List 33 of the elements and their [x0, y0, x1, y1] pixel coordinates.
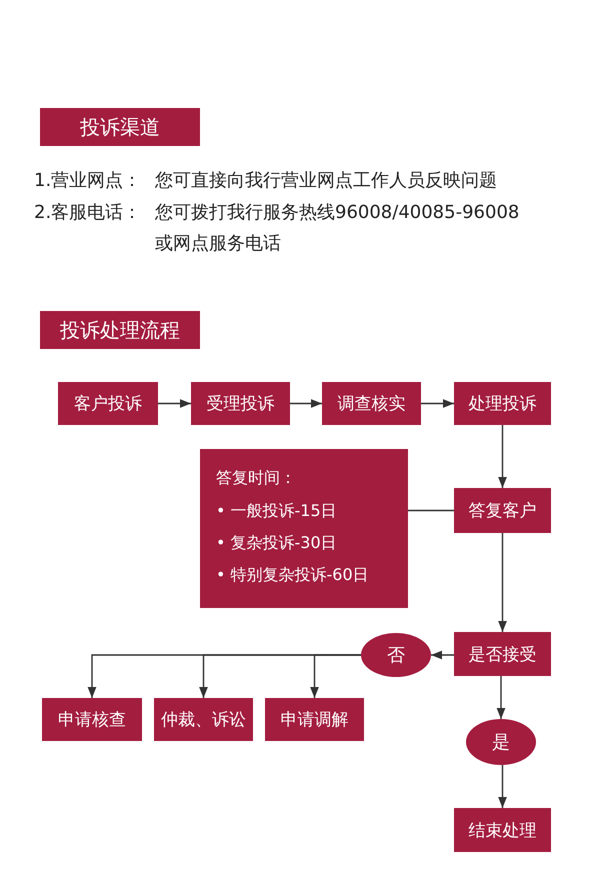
process-box: 申请核查 [42, 698, 142, 741]
arrow [290, 399, 322, 408]
note-box [200, 449, 408, 608]
arrow [421, 399, 454, 408]
arrow [498, 765, 507, 808]
process-box: 答复客户 [454, 488, 551, 533]
process-box: 是否接受 [454, 632, 551, 676]
process-box: 处理投诉 [454, 382, 551, 425]
section-heading: 投诉渠道 [40, 108, 200, 146]
arrow [498, 425, 507, 488]
process-box: 结束处理 [454, 808, 551, 852]
process-box: 受理投诉 [191, 382, 290, 425]
arrow [431, 650, 454, 660]
channel-description: 您可直接向我行营业网点工作人员反映问题 [155, 169, 498, 193]
bullet-item: • 一般投诉-15日 [216, 500, 338, 522]
bullet-item: • 复杂投诉-30日 [216, 532, 338, 554]
process-box: 仲裁、诉讼 [154, 698, 253, 741]
process-box: 申请调解 [265, 698, 364, 741]
decision-label: 是 [492, 731, 510, 754]
process-box: 客户投诉 [58, 382, 158, 425]
process-box: 调查核实 [322, 382, 421, 425]
connector-line [408, 510, 454, 512]
arrow [158, 399, 191, 408]
section-heading: 投诉处理流程 [40, 311, 200, 349]
decision-label: 否 [387, 644, 405, 667]
arrow [310, 654, 361, 698]
arrow [498, 533, 507, 632]
channel-label: 1.营业网点： [34, 169, 142, 193]
arrow [496, 676, 506, 719]
channel-description: 您可拨打我行服务热线96008/40085-96008 或网点服务电话 [155, 201, 520, 256]
note-heading: 答复时间： [216, 467, 296, 489]
channel-label: 2.客服电话： [34, 201, 142, 225]
bullet-item: • 特别复杂投诉-60日 [216, 564, 369, 586]
